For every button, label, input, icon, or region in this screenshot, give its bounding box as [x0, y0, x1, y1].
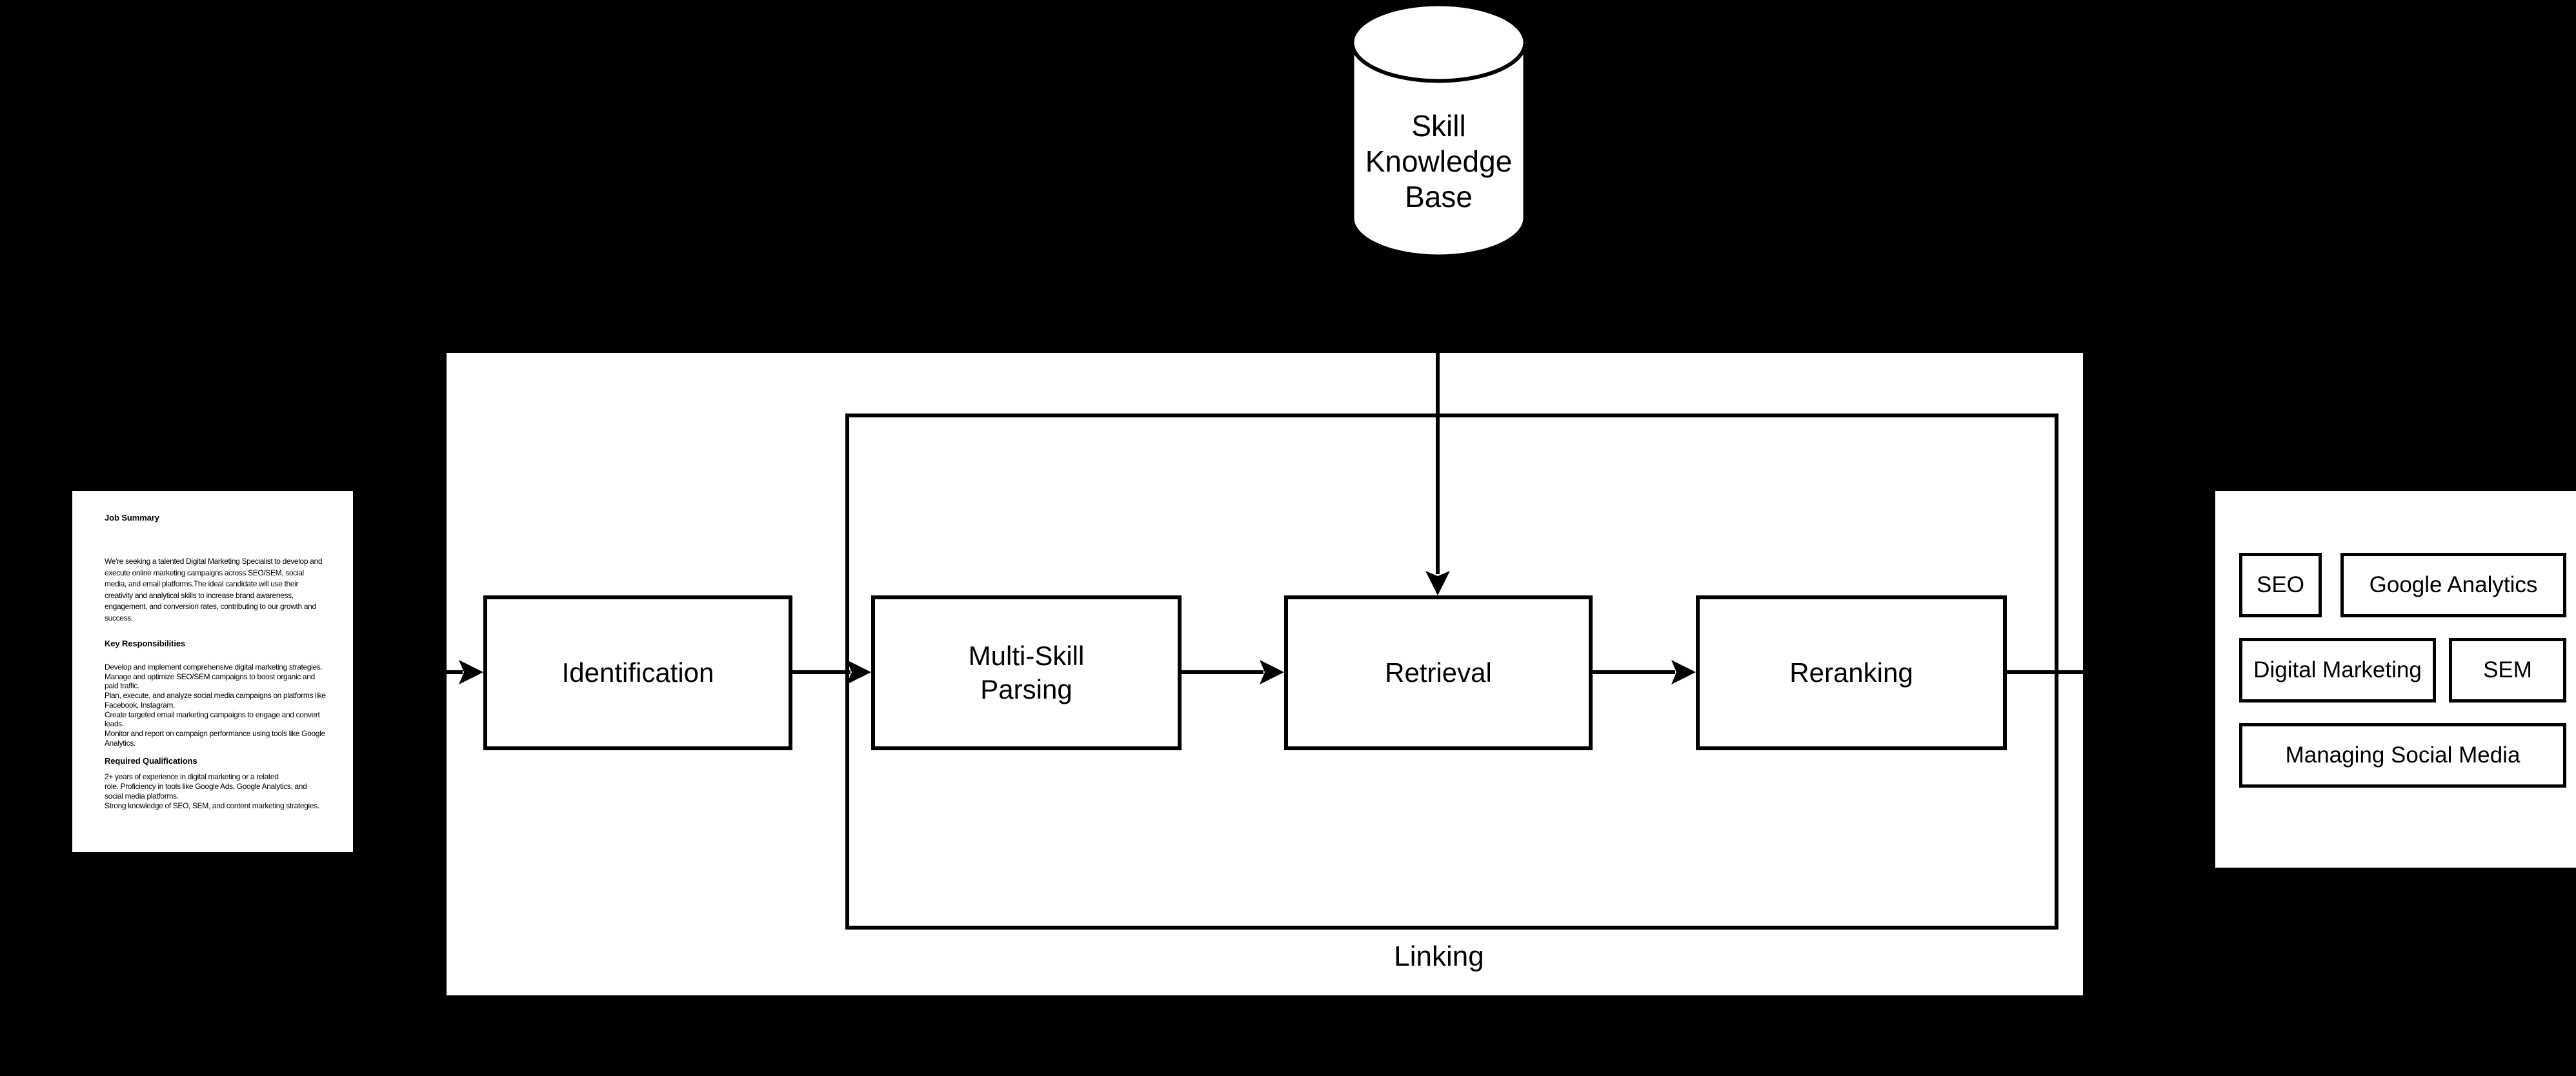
- stage-identification: Identification: [483, 595, 792, 750]
- doc-heading-key-responsibilities: Key Responsibilities: [105, 639, 186, 648]
- stage-multi-skill-parsing: Multi-Skill Parsing: [871, 595, 1182, 750]
- doc-text-key-responsibilities: Develop and implement comprehensive digi…: [105, 663, 326, 748]
- extracted-skills-panel: SEO Google Analytics Digital Marketing S…: [2215, 491, 2576, 868]
- stage-identification-label: Identification: [561, 657, 714, 688]
- skill-chip-seo: SEO: [2239, 553, 2322, 617]
- doc-text-required-qualifications: 2+ years of experience in digital market…: [105, 772, 319, 811]
- skill-chip-google-analytics: Google Analytics: [2340, 553, 2566, 617]
- doc-heading-required-qualifications: Required Qualifications: [105, 756, 197, 766]
- job-description-document: Job Summary We're seeking a talented Dig…: [72, 491, 353, 852]
- database-cylinder-icon: [1350, 2, 1527, 257]
- stage-retrieval: Retrieval: [1284, 595, 1593, 750]
- doc-heading-job-summary: Job Summary: [105, 513, 159, 523]
- doc-text-job-summary: We're seeking a talented Digital Marketi…: [105, 557, 323, 623]
- skill-chip-digital-marketing: Digital Marketing: [2239, 638, 2436, 702]
- knowledge-base-label: Skill Knowledge Base: [1365, 109, 1513, 214]
- stage-retrieval-label: Retrieval: [1385, 657, 1492, 688]
- linking-label: Linking: [1394, 941, 1484, 972]
- skill-chip-managing-social-media: Managing Social Media: [2239, 723, 2566, 788]
- stage-reranking-label: Reranking: [1789, 657, 1913, 688]
- stage-multi-skill-parsing-label: Multi-Skill Parsing: [968, 641, 1085, 704]
- stage-reranking: Reranking: [1696, 595, 2007, 750]
- skill-chip-sem: SEM: [2449, 638, 2566, 702]
